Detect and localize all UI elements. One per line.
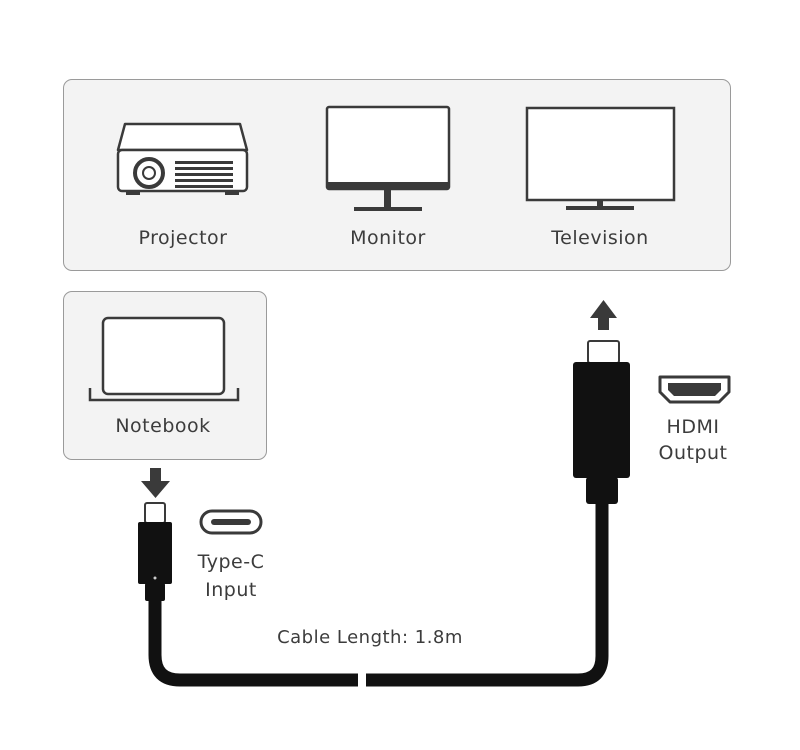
arrow-up-icon [590,300,617,330]
type-c-label: Type-C Input [183,548,279,604]
arrow-down-icon [141,468,170,498]
hdmi-label-line1: HDMI [666,416,720,438]
hdmi-plug [573,340,630,504]
monitor-icon [325,105,451,211]
type-c-plug [138,502,172,601]
type-c-label-line1: Type-C [197,551,265,573]
cable-length-label: Cable Length: 1.8m [277,627,463,648]
television-label: Television [551,227,649,249]
cable [148,500,609,687]
hdmi-port-icon [658,375,731,404]
television-icon [525,106,676,210]
hdmi-label-line2: Output [658,442,728,464]
monitor-label: Monitor [350,227,426,249]
type-c-label-line2: Input [205,579,257,601]
projector-icon [116,122,249,195]
notebook-label: Notebook [115,415,211,437]
hdmi-label: HDMI Output [647,414,739,466]
projector-label: Projector [138,227,228,249]
notebook-icon [88,316,240,402]
type-c-port-icon [199,509,263,535]
